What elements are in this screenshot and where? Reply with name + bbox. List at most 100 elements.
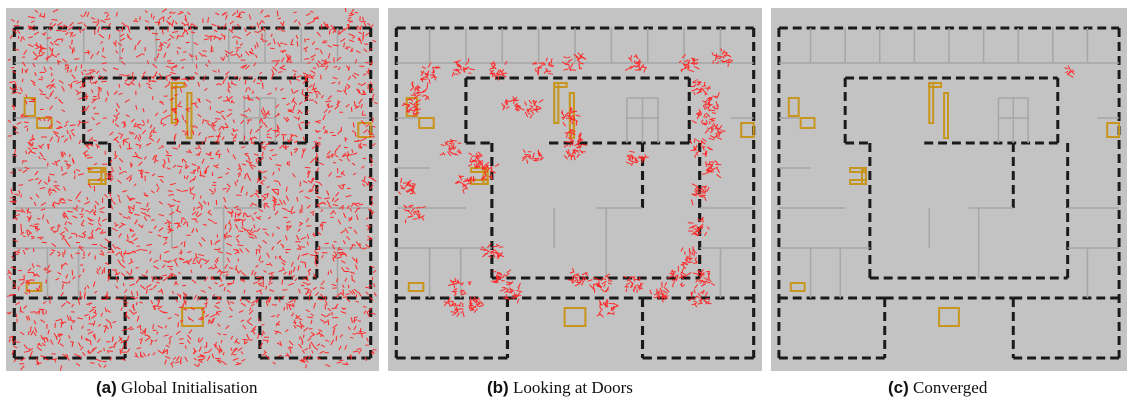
particle — [256, 22, 260, 29]
particle — [347, 326, 351, 331]
particle — [60, 292, 64, 297]
particle — [316, 62, 320, 68]
particle — [26, 209, 32, 214]
particle — [263, 115, 268, 120]
particle — [430, 75, 435, 79]
particle — [217, 332, 222, 335]
particle — [297, 109, 303, 114]
particle — [216, 311, 220, 316]
particle — [135, 104, 138, 110]
particle — [134, 352, 138, 357]
particle — [300, 236, 306, 240]
particle — [19, 209, 23, 213]
particle — [409, 192, 414, 195]
particle — [236, 36, 242, 40]
particle — [125, 270, 131, 276]
particle — [315, 180, 320, 184]
particle — [341, 172, 346, 177]
particle — [126, 348, 131, 353]
particle — [31, 263, 35, 268]
particle — [537, 70, 540, 75]
particle — [52, 162, 56, 166]
particle — [146, 82, 151, 86]
particle — [259, 290, 263, 295]
particle — [78, 246, 84, 252]
particle — [184, 119, 187, 124]
particle — [294, 148, 298, 154]
particle — [68, 236, 73, 239]
particle — [47, 187, 51, 194]
particle — [220, 33, 225, 37]
particle — [343, 146, 348, 149]
particle — [350, 202, 355, 207]
particle — [631, 160, 638, 164]
particle — [341, 206, 345, 210]
particle — [717, 92, 720, 98]
particle — [59, 230, 66, 235]
particle — [365, 216, 369, 220]
particle — [214, 305, 220, 310]
particle — [61, 86, 65, 92]
particle — [571, 149, 575, 154]
particle — [181, 21, 186, 26]
particle — [362, 90, 365, 95]
particle — [289, 304, 295, 307]
particle — [257, 277, 264, 282]
particle — [86, 156, 93, 159]
particle — [19, 331, 25, 336]
particle — [158, 20, 161, 25]
particle — [31, 98, 36, 101]
particle — [87, 349, 91, 355]
particle — [253, 271, 257, 276]
particle — [695, 192, 700, 196]
particle — [116, 112, 120, 117]
particle — [448, 145, 451, 151]
particle — [501, 102, 506, 109]
particle — [332, 29, 336, 34]
particle — [346, 298, 351, 303]
particle — [331, 197, 335, 202]
particle — [242, 64, 248, 69]
particle — [128, 131, 133, 135]
particle — [208, 319, 212, 324]
particle — [94, 290, 98, 294]
particle — [174, 21, 178, 25]
particle — [117, 179, 122, 184]
particle — [372, 350, 375, 355]
particle — [239, 43, 243, 46]
particle — [85, 96, 88, 101]
particle — [199, 317, 205, 321]
particle — [173, 258, 178, 262]
particle — [133, 122, 137, 127]
particle — [150, 190, 155, 194]
particle — [700, 187, 705, 192]
particle — [54, 322, 56, 328]
particle — [348, 217, 353, 220]
particle — [311, 177, 315, 183]
particle — [699, 290, 705, 294]
particle — [275, 320, 280, 327]
particle — [486, 250, 490, 255]
particle — [171, 108, 177, 111]
particle — [314, 250, 318, 256]
particle — [49, 251, 55, 256]
particle — [114, 150, 117, 156]
particle — [678, 60, 682, 64]
particle — [305, 309, 310, 313]
particle — [52, 8, 59, 13]
particle — [703, 277, 710, 281]
particle — [356, 88, 361, 94]
particle — [152, 63, 158, 69]
particle — [451, 301, 454, 306]
particle — [48, 191, 53, 196]
particle — [261, 19, 265, 24]
particle — [47, 329, 50, 335]
particle — [68, 280, 71, 284]
floorplan-map-c — [777, 26, 1121, 360]
particle — [428, 79, 431, 84]
particle — [299, 359, 304, 363]
particle — [607, 312, 614, 315]
particle — [497, 253, 503, 259]
particle — [534, 68, 537, 73]
particle — [271, 69, 275, 76]
